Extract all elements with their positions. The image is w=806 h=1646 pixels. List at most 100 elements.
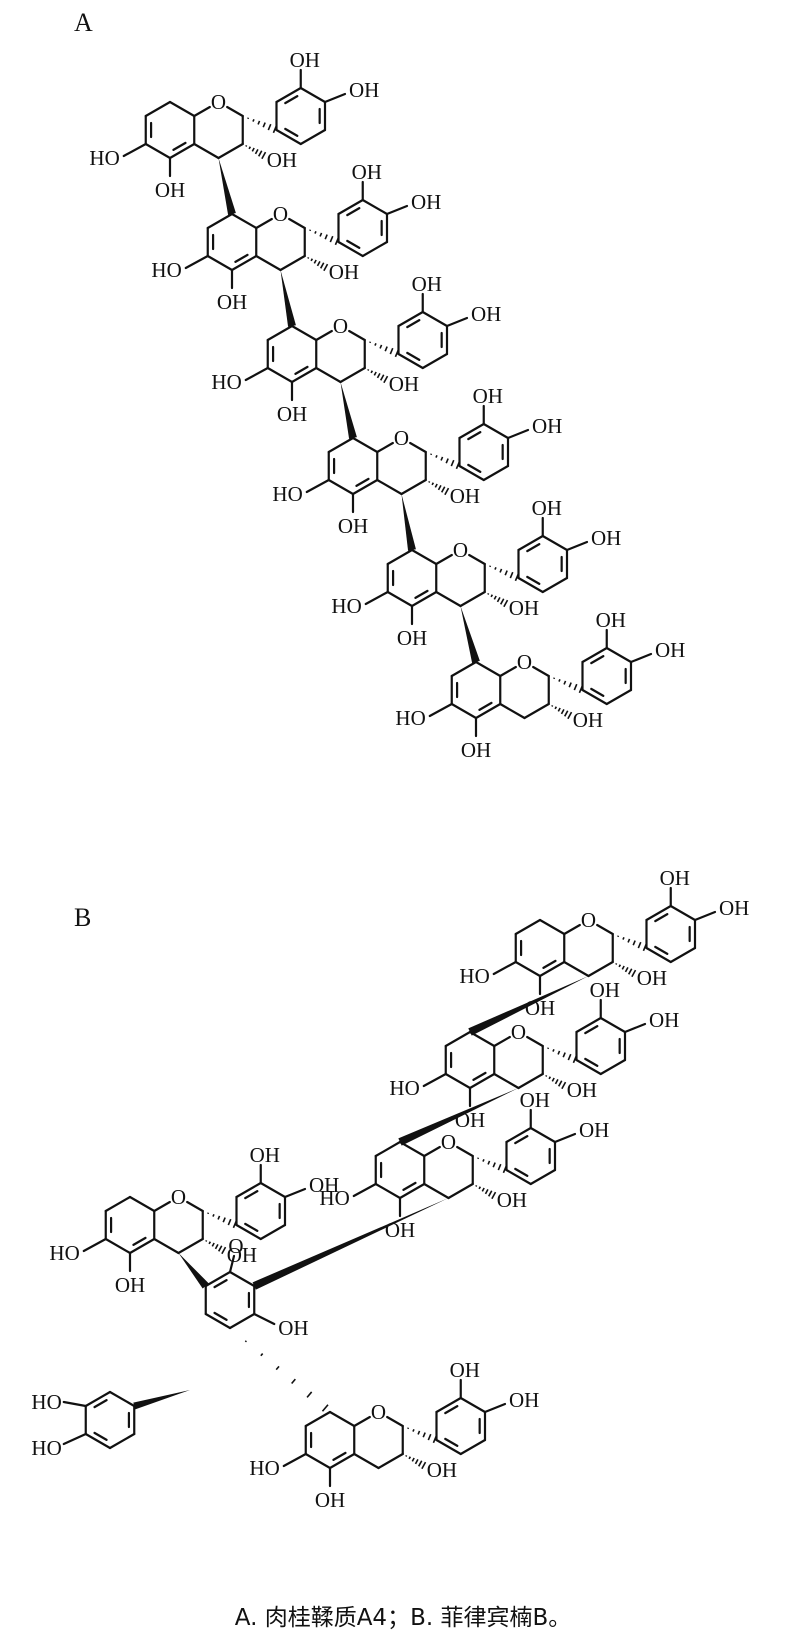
hashed-bond [621, 965, 625, 970]
hashed-bond [435, 454, 438, 458]
hashed-bond [321, 1404, 329, 1412]
hashed-bond [421, 1461, 427, 1470]
bond [290, 366, 318, 384]
hydroxyl-label: OH [655, 638, 685, 662]
hydroxyl-label: HO [331, 594, 361, 618]
double-bond [654, 913, 669, 923]
bond [474, 660, 502, 678]
hydroxyl-label: OH [115, 1273, 145, 1297]
bond [386, 1415, 404, 1428]
bond [599, 1016, 627, 1034]
hashed-bond [313, 259, 317, 264]
hashed-bond [494, 566, 497, 570]
hashed-bond [551, 704, 554, 707]
bond [599, 1058, 627, 1076]
hashed-bond [261, 151, 267, 160]
double-bond [444, 1437, 459, 1447]
double-bond [472, 1071, 487, 1081]
hashed-bond [499, 568, 503, 573]
hashed-bond [431, 482, 435, 486]
double-bond [284, 127, 299, 137]
bond [492, 960, 517, 976]
bond [421, 352, 449, 370]
bond [315, 329, 333, 342]
bond [327, 478, 355, 496]
wedge-bond [401, 494, 416, 551]
bond [337, 198, 364, 216]
hashed-bond [427, 1433, 432, 1441]
bond [255, 254, 282, 272]
bond [605, 646, 633, 664]
bond [645, 946, 672, 964]
bond [693, 910, 717, 922]
hashed-bond [561, 1081, 567, 1090]
bond [423, 1145, 441, 1158]
hydroxyl-label: OH [567, 1078, 597, 1102]
bond [315, 366, 342, 384]
bond [206, 212, 234, 230]
bond [304, 1452, 332, 1470]
bond [459, 1396, 487, 1414]
bond [428, 702, 453, 718]
structure-a: OHOOHOHOHOHOHOOHOHOHOHOHOOHOHOHOHOHOOHOH… [89, 48, 685, 762]
bond [186, 1200, 204, 1213]
double-bond [590, 687, 605, 697]
hashed-bond [437, 485, 442, 491]
hydroxyl-label: OH [338, 514, 368, 538]
bond [361, 198, 389, 216]
double-bond [584, 1057, 599, 1067]
bond [397, 310, 424, 328]
bond [482, 422, 510, 440]
bond [230, 254, 258, 272]
hydroxyl-label: OH [389, 372, 419, 396]
hashed-bond [434, 483, 438, 488]
hashed-bond [487, 592, 490, 595]
hashed-bond [379, 374, 385, 381]
structure-b: OHOOHOHOHOHOHOOHOHOHOHOHOOHOHOHOHOHOOHOH… [31, 866, 749, 1512]
bond [385, 204, 409, 216]
bond [351, 436, 379, 454]
hashed-bond [257, 150, 263, 157]
bond [193, 105, 211, 118]
bond [62, 1432, 87, 1446]
hashed-bond [316, 261, 321, 267]
bond [459, 1438, 487, 1456]
bond [235, 1223, 262, 1241]
hydroxyl-label: OH [473, 384, 503, 408]
hydroxyl-label: HO [49, 1241, 79, 1265]
double-bond [402, 1181, 417, 1191]
ring-oxygen-label: O [511, 1020, 526, 1044]
bond [204, 1270, 232, 1288]
wedge-bond [252, 1198, 449, 1290]
hashed-bond [504, 570, 508, 576]
hashed-bond [440, 456, 444, 461]
hashed-bond [384, 346, 388, 352]
hydroxyl-label: OH [719, 896, 749, 920]
bond [255, 217, 273, 230]
hydroxyl-label: OH [596, 608, 626, 632]
hashed-bond [411, 1457, 415, 1462]
bond [483, 1402, 507, 1414]
hashed-bond [379, 344, 383, 349]
bond [447, 1182, 474, 1200]
bond [353, 1452, 380, 1470]
bond [669, 904, 697, 922]
double-bond [172, 141, 187, 151]
hashed-bond [383, 375, 389, 384]
bond [364, 590, 389, 606]
bond [538, 960, 566, 978]
bond [386, 590, 414, 608]
bond [193, 142, 220, 160]
bond [575, 1058, 602, 1076]
bond [177, 1237, 204, 1255]
wedge-bond [218, 158, 236, 215]
double-bond [244, 1190, 259, 1200]
hydroxyl-label: OH [590, 978, 620, 1002]
bond [266, 366, 294, 384]
bond [541, 576, 569, 594]
bond [505, 1126, 532, 1144]
hashed-bond [551, 1077, 555, 1082]
bond [374, 1140, 402, 1158]
bond [629, 652, 653, 664]
bond [228, 1254, 236, 1274]
